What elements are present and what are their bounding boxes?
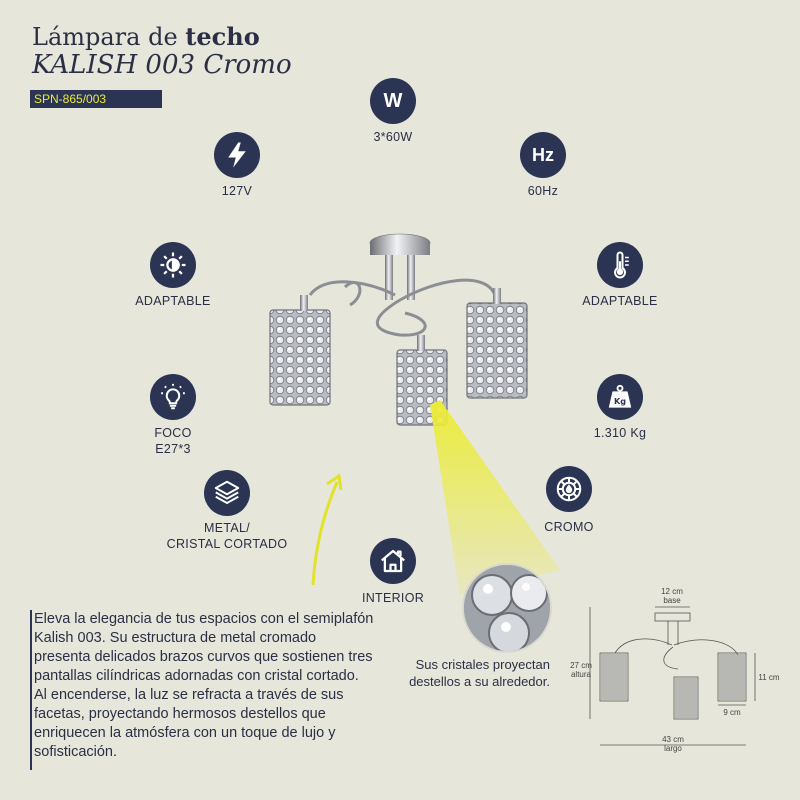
frequency-spec: Hz — [520, 132, 566, 178]
w-letter-icon: W — [370, 78, 416, 124]
finish-spec — [546, 466, 592, 512]
frequency-label: 60Hz — [527, 184, 559, 198]
usage-label: INTERIOR — [361, 591, 425, 605]
weight-label: 1.310 Kg — [593, 426, 647, 440]
bulb-label: FOCO E27*3 — [154, 426, 192, 456]
description-bar — [30, 610, 32, 770]
power-spec: W — [370, 78, 416, 124]
thermometer-icon — [597, 242, 643, 288]
crystal-caption: Sus cristales proyectan destellos a su a… — [409, 657, 550, 689]
weight-icon: Kg — [597, 374, 643, 420]
product-model-title: KALISH 003 Cromo — [32, 50, 292, 80]
lightbulb-icon — [150, 374, 196, 420]
material-spec — [204, 470, 250, 516]
lightning-icon — [214, 132, 260, 178]
finish-wheel-icon — [546, 466, 592, 512]
product-description: Eleva la elegancia de tus espacios con e… — [34, 611, 374, 760]
weight-spec: Kg — [597, 374, 643, 420]
height-dimension: 27 cm altura — [570, 661, 592, 679]
product-type-title: Lámpara de techo — [32, 22, 260, 51]
voltage-spec — [214, 132, 260, 178]
finish-label: CROMO — [544, 520, 594, 534]
shade-height-dimension: 11 cm — [758, 673, 780, 682]
light-label: ADAPTABLE — [135, 294, 211, 308]
usage-spec — [370, 538, 416, 584]
layers-icon — [204, 470, 250, 516]
base-dimension: 12 cm base — [661, 587, 683, 605]
temperature-label: ADAPTABLE — [582, 294, 658, 308]
length-dimension: 43 cm largo — [662, 735, 684, 753]
shade-width-dimension: 9 cm — [723, 708, 741, 717]
light-beam-graphic — [430, 400, 560, 595]
svg-text:Kg: Kg — [614, 396, 626, 406]
arrow-icon — [311, 473, 343, 586]
material-label: METAL/ CRISTAL CORTADO — [166, 521, 288, 551]
light-spec — [150, 242, 196, 288]
hz-letter-icon: Hz — [520, 132, 566, 178]
temperature-spec — [597, 242, 643, 288]
house-icon — [370, 538, 416, 584]
brightness-icon — [150, 242, 196, 288]
ceiling-lamp-image — [269, 233, 528, 426]
sku-badge: SPN-865/003 — [30, 90, 162, 108]
bulb-spec — [150, 374, 196, 420]
voltage-label: 127V — [221, 184, 253, 198]
dimensions-diagram: 12 cm base 27 cm altura 11 cm 9 cm 43 cm… — [570, 585, 780, 765]
power-label: 3*60W — [373, 130, 413, 144]
crystal-closeup-image — [462, 563, 552, 653]
